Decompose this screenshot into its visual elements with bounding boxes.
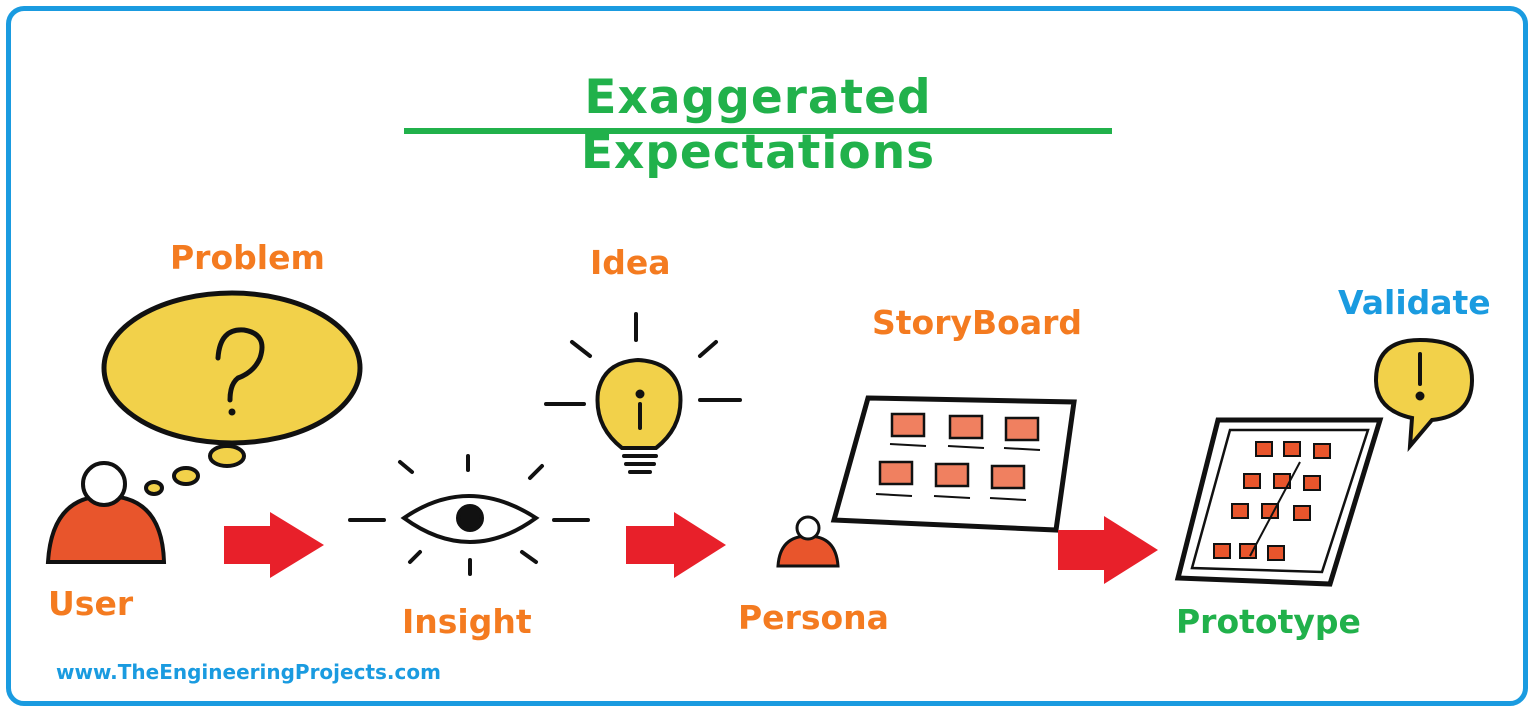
- label-idea: Idea: [590, 243, 671, 282]
- eye-icon: [348, 454, 590, 576]
- label-persona: Persona: [738, 598, 889, 637]
- diagram-title: Exaggerated Expectations: [580, 70, 936, 180]
- arrow-right-icon: [626, 512, 726, 578]
- arrow-right-icon: [224, 512, 324, 578]
- thought-bubble-icon: [101, 290, 363, 496]
- title-underline: [404, 128, 1112, 134]
- arrow-right-icon: [1058, 516, 1158, 584]
- diagram-frame: [6, 6, 1528, 706]
- tablet-icon: [1174, 417, 1384, 587]
- label-storyboard: StoryBoard: [872, 303, 1082, 342]
- label-validate: Validate: [1338, 283, 1491, 322]
- footer-website: www.TheEngineeringProjects.com: [56, 660, 441, 684]
- storyboard-icon: [830, 395, 1077, 533]
- label-user: User: [48, 584, 134, 623]
- exclamation-bubble-icon: [1373, 337, 1475, 452]
- label-insight: Insight: [402, 602, 532, 641]
- label-problem: Problem: [170, 238, 325, 277]
- user-icon: [45, 461, 167, 564]
- label-prototype: Prototype: [1176, 602, 1361, 641]
- persona-icon: [776, 515, 840, 568]
- lightbulb-icon: [544, 312, 742, 474]
